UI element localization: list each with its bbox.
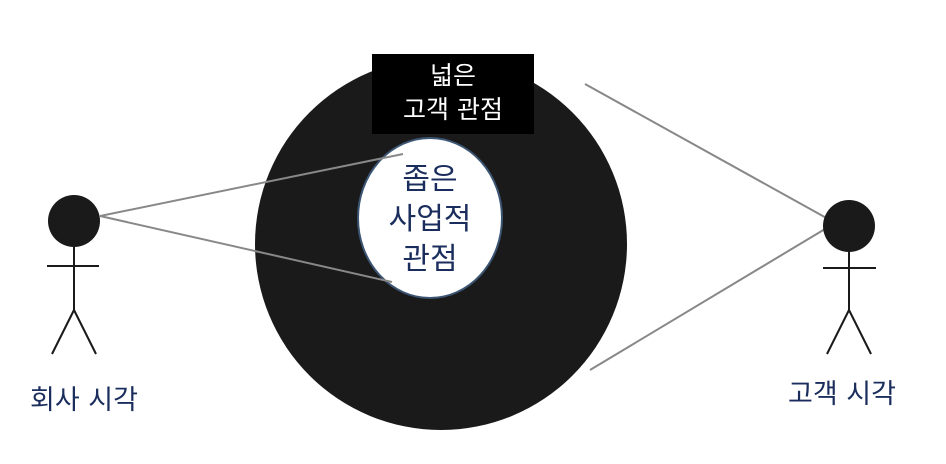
narrow-view-label-line1: 좁은 — [402, 162, 458, 197]
company-figure-right-leg — [73, 309, 97, 355]
broad-view-label-line2: 고객 관점 — [403, 95, 503, 124]
company-sight-line-top — [99, 153, 404, 217]
customer-figure-head — [823, 200, 875, 252]
broad-view-label: 넓은 고객 관점 — [372, 54, 534, 134]
company-figure-head — [48, 195, 100, 247]
narrow-view-label-line2: 사업적 — [388, 202, 472, 237]
customer-sight-line-bottom — [589, 225, 831, 371]
broad-view-label-line1: 넓은 — [429, 61, 476, 90]
customer-figure-left-leg — [826, 309, 850, 355]
customer-figure — [823, 200, 876, 355]
company-figure — [47, 195, 100, 355]
customer-figure-right-leg — [848, 309, 872, 355]
narrow-view-circle — [357, 137, 503, 299]
company-sight-line-bottom — [99, 215, 393, 283]
company-perspective-label: 회사 시각 — [30, 385, 138, 416]
customer-perspective-label: 고객 시각 — [788, 379, 896, 410]
narrow-view-label-line3: 관점 — [402, 242, 458, 277]
customer-sight-line-top — [584, 83, 831, 221]
company-figure-left-leg — [51, 309, 75, 355]
narrow-view-label: 좁은 사업적 관점 — [358, 160, 502, 280]
